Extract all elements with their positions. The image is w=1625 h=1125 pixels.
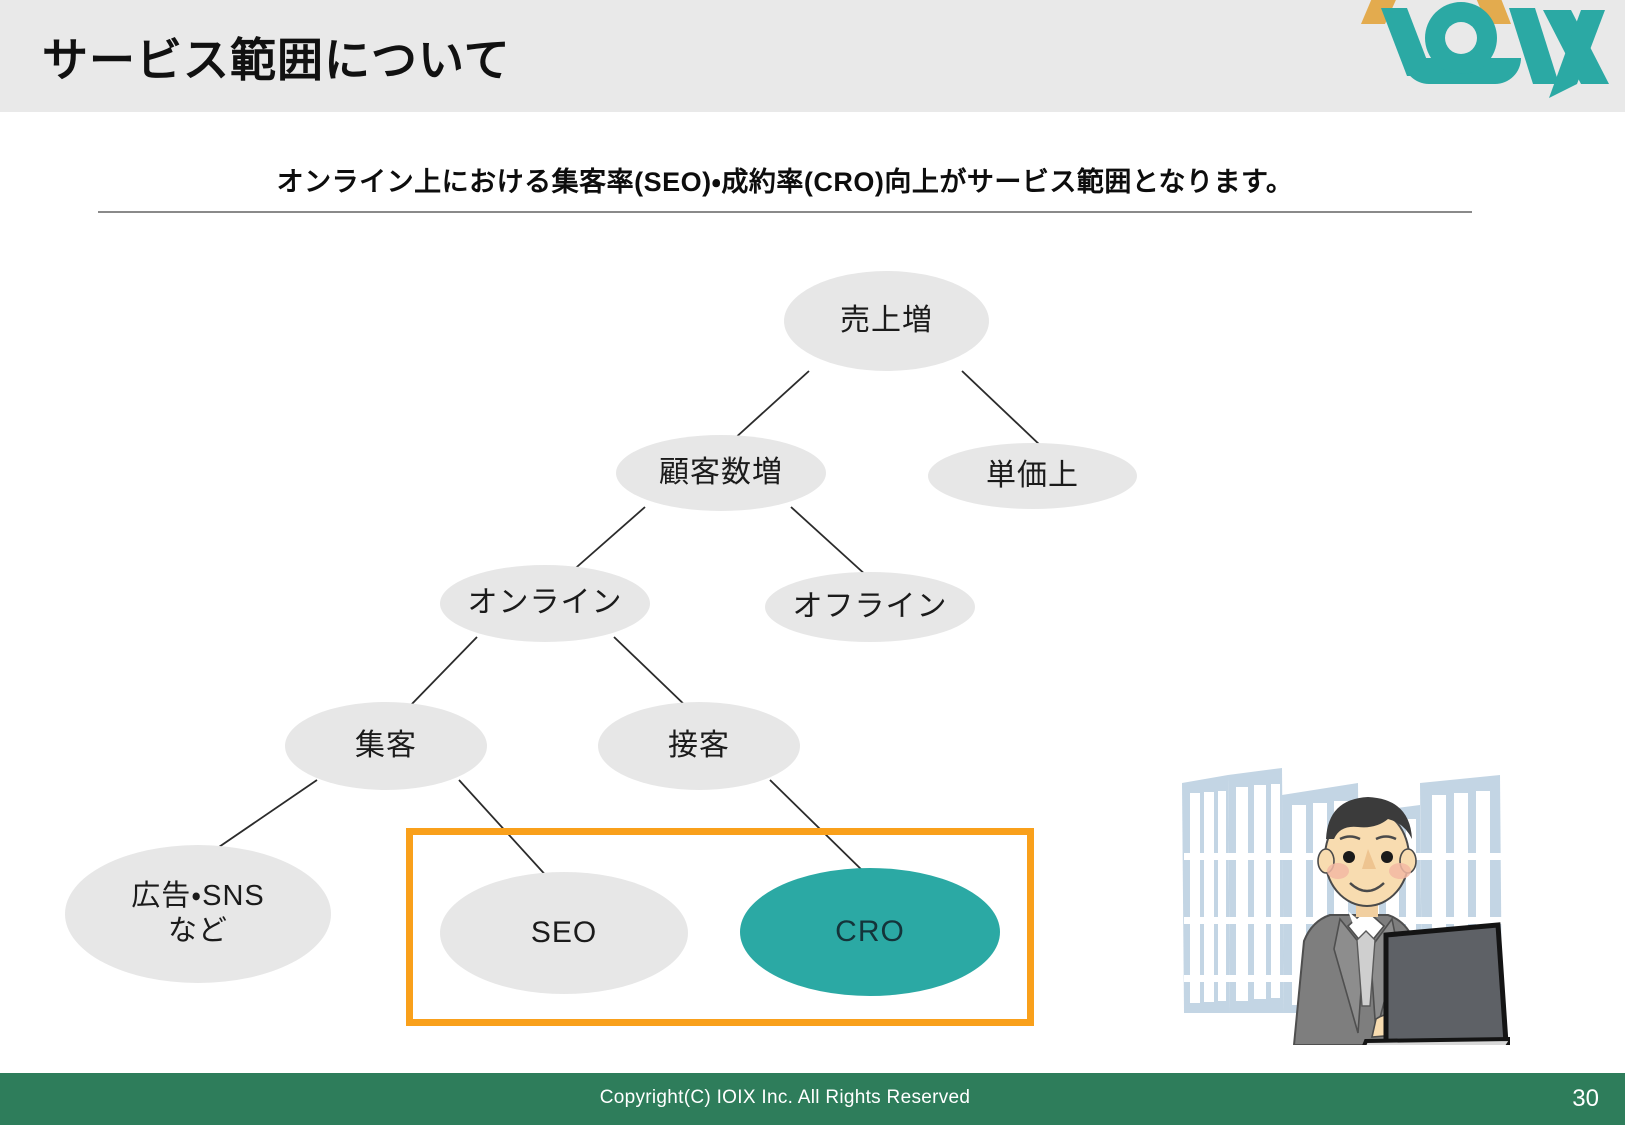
header-band [0, 0, 1625, 112]
node-kokoku-line1: 広告・SNS [131, 879, 265, 912]
node-shukyaku[interactable]: 集客 [285, 702, 487, 790]
footer-band: Copyright(C) IOIX Inc. All Rights Reserv… [0, 1073, 1625, 1125]
node-cro[interactable]: CRO [740, 868, 1000, 996]
edge-uriage-kokyaku [732, 370, 810, 441]
page-number: 30 [1572, 1085, 1599, 1112]
node-kokyaku[interactable]: 顧客数増 [616, 435, 826, 511]
edge-uriage-tanka [961, 370, 1043, 448]
footer-copyright: Copyright(C) IOIX Inc. All Rights Reserv… [599, 1087, 971, 1108]
node-kokoku-line2: など [167, 915, 228, 947]
edge-kokyaku-online [569, 506, 646, 574]
node-kokoku-sns[interactable]: 広告・SNS など [65, 845, 331, 983]
businessman-with-laptop-illustration [1182, 768, 1510, 1045]
ioix-logo [1361, 0, 1609, 98]
edge-kokyaku-offline [790, 506, 869, 578]
node-sekkyaku[interactable]: 接客 [598, 702, 800, 790]
edge-online-shukyaku [407, 636, 478, 709]
subtitle-divider [98, 211, 1472, 213]
node-uriage[interactable]: 売上増 [784, 271, 989, 371]
service-scope-highlight-box [406, 828, 1034, 1026]
page-title: サービス範囲について [42, 34, 511, 86]
node-tanka[interactable]: 単価上 [928, 443, 1137, 509]
node-offline[interactable]: オフライン [765, 572, 975, 642]
laptop [1362, 922, 1510, 1045]
node-seo[interactable]: SEO [440, 872, 688, 994]
subtitle-text: オンライン上における集客率(SEO)・成約率(CRO)向上がサービス範囲となりま… [276, 167, 1294, 197]
node-online[interactable]: オンライン [440, 565, 650, 642]
edge-online-sekkyaku [613, 636, 691, 711]
